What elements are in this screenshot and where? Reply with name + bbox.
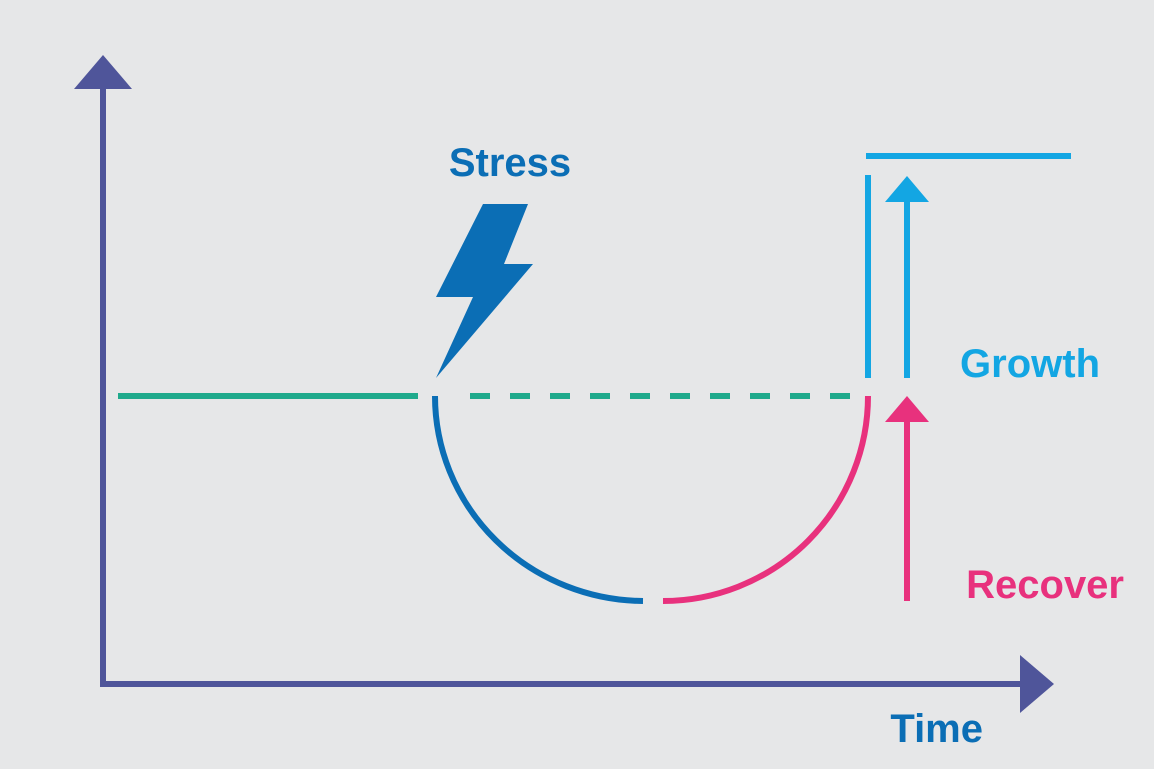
stress-dip-curve <box>432 395 644 604</box>
arrow-up-icon <box>885 176 929 202</box>
stress-label: Stress <box>449 141 571 185</box>
arrow-up-icon <box>885 396 929 422</box>
x-axis-arrowhead-icon <box>1020 655 1054 713</box>
lightning-bolt-icon <box>436 204 533 378</box>
time-axis-label: Time <box>890 707 983 751</box>
growth-label: Growth <box>960 342 1100 386</box>
recover-label: Recover <box>966 563 1124 607</box>
recovery-curve <box>662 395 871 604</box>
y-axis-arrowhead-icon <box>74 55 132 89</box>
axes <box>74 55 1054 713</box>
